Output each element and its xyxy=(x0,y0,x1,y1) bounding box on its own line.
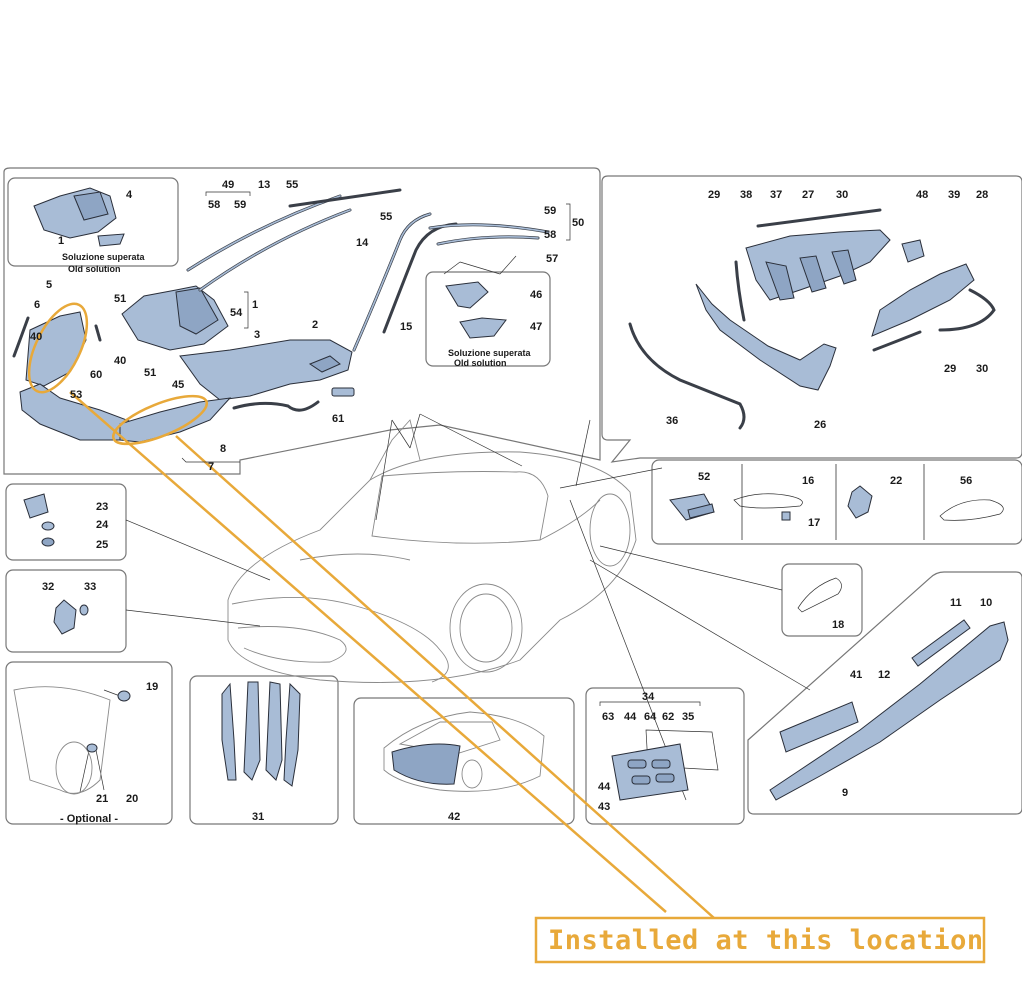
engine-bay-parts xyxy=(628,208,996,430)
label-31: 31 xyxy=(252,811,264,823)
label-21: 21 xyxy=(96,793,108,805)
label-24: 24 xyxy=(96,519,109,531)
leader-lines xyxy=(79,255,811,801)
label-16: 16 xyxy=(802,475,814,487)
label-47: 47 xyxy=(530,321,542,333)
old-solution-note-it-left: Soluzione superata xyxy=(62,252,146,262)
label-13: 13 xyxy=(258,179,270,191)
label-48: 48 xyxy=(916,189,928,201)
label-12: 12 xyxy=(878,669,890,681)
label-19: 19 xyxy=(146,681,158,693)
old-solution-note-en-right: Old solution xyxy=(454,358,507,368)
label-5: 5 xyxy=(46,279,52,291)
trim-strips-panel xyxy=(189,675,339,825)
part-labels: 4 1 49 13 55 58 59 55 59 58 50 57 14 15 … xyxy=(30,179,992,823)
car-outline-drawing xyxy=(227,419,637,683)
label-59-top: 59 xyxy=(234,199,246,211)
grouping-brackets xyxy=(181,191,701,706)
label-59-right: 59 xyxy=(544,205,556,217)
label-3: 3 xyxy=(254,329,260,341)
label-63: 63 xyxy=(602,711,614,723)
label-26: 26 xyxy=(814,419,826,431)
label-30-top: 30 xyxy=(836,189,848,201)
label-62: 62 xyxy=(662,711,674,723)
label-28: 28 xyxy=(976,189,988,201)
label-38: 38 xyxy=(740,189,752,201)
label-44-top: 44 xyxy=(624,711,637,723)
label-50: 50 xyxy=(572,217,584,229)
label-36: 36 xyxy=(666,415,678,427)
old-solution-note-en-left: Old solution xyxy=(68,264,121,274)
label-56: 56 xyxy=(960,475,972,487)
label-34: 34 xyxy=(642,691,655,703)
old-solution-note-it-right: Soluzione superata xyxy=(448,348,532,358)
label-37: 37 xyxy=(770,189,782,201)
label-23: 23 xyxy=(96,501,108,513)
label-8: 8 xyxy=(220,443,226,455)
notes: Soluzione superata Old solution Soluzion… xyxy=(60,252,532,825)
label-39: 39 xyxy=(948,189,960,201)
label-10: 10 xyxy=(980,597,992,609)
installation-callout: Installed at this location xyxy=(27,302,986,964)
label-42: 42 xyxy=(448,811,460,823)
highlight-ellipse-left xyxy=(27,302,89,394)
label-22: 22 xyxy=(890,475,902,487)
label-2: 2 xyxy=(312,319,318,331)
label-29-top: 29 xyxy=(708,189,720,201)
label-11: 11 xyxy=(950,597,962,609)
label-7: 7 xyxy=(208,461,214,473)
callout-banner-text: Installed at this location xyxy=(548,925,984,956)
fuel-door-panel xyxy=(5,661,173,825)
label-51-mid: 51 xyxy=(144,367,156,379)
label-41: 41 xyxy=(850,669,862,681)
label-57: 57 xyxy=(546,253,558,265)
label-4: 4 xyxy=(126,189,133,201)
label-32: 32 xyxy=(42,581,54,593)
label-44-bottom: 44 xyxy=(598,781,611,793)
small-panel-parts xyxy=(13,493,1009,801)
label-29-bottom: 29 xyxy=(944,363,956,375)
label-15: 15 xyxy=(400,321,412,333)
label-33: 33 xyxy=(84,581,96,593)
label-40-left: 40 xyxy=(30,331,42,343)
car-cover-panel xyxy=(353,697,575,825)
label-40-right: 40 xyxy=(114,355,126,367)
label-45: 45 xyxy=(172,379,184,391)
label-60: 60 xyxy=(90,369,102,381)
callout-banner xyxy=(534,916,986,964)
label-6: 6 xyxy=(34,299,40,311)
label-1-old: 1 xyxy=(58,235,64,247)
label-55-top: 55 xyxy=(286,179,298,191)
label-55-mid: 55 xyxy=(380,211,392,223)
panel-frames xyxy=(3,167,1022,825)
badges-panel xyxy=(651,459,1022,545)
label-54: 54 xyxy=(230,307,243,319)
label-20: 20 xyxy=(126,793,138,805)
label-18: 18 xyxy=(832,619,844,631)
label-53: 53 xyxy=(70,389,82,401)
label-43: 43 xyxy=(598,801,610,813)
highlight-ellipse-center xyxy=(112,394,208,446)
label-58-top: 58 xyxy=(208,199,220,211)
script-badge-panel xyxy=(781,563,863,637)
badge-parts xyxy=(669,485,1004,613)
label-30-bottom: 30 xyxy=(976,363,988,375)
label-61: 61 xyxy=(332,413,344,425)
label-52: 52 xyxy=(698,471,710,483)
label-64: 64 xyxy=(644,711,657,723)
label-49: 49 xyxy=(222,179,234,191)
optional-note: - Optional - xyxy=(60,813,118,825)
label-14: 14 xyxy=(356,237,369,249)
label-51-top: 51 xyxy=(114,293,126,305)
label-35: 35 xyxy=(682,711,694,723)
label-17: 17 xyxy=(808,517,820,529)
label-25: 25 xyxy=(96,539,108,551)
label-27: 27 xyxy=(802,189,814,201)
label-46: 46 xyxy=(530,289,542,301)
label-58-right: 58 xyxy=(544,229,556,241)
windscreen-scuttle-parts xyxy=(12,187,550,443)
label-1-main: 1 xyxy=(252,299,258,311)
label-9: 9 xyxy=(842,787,848,799)
